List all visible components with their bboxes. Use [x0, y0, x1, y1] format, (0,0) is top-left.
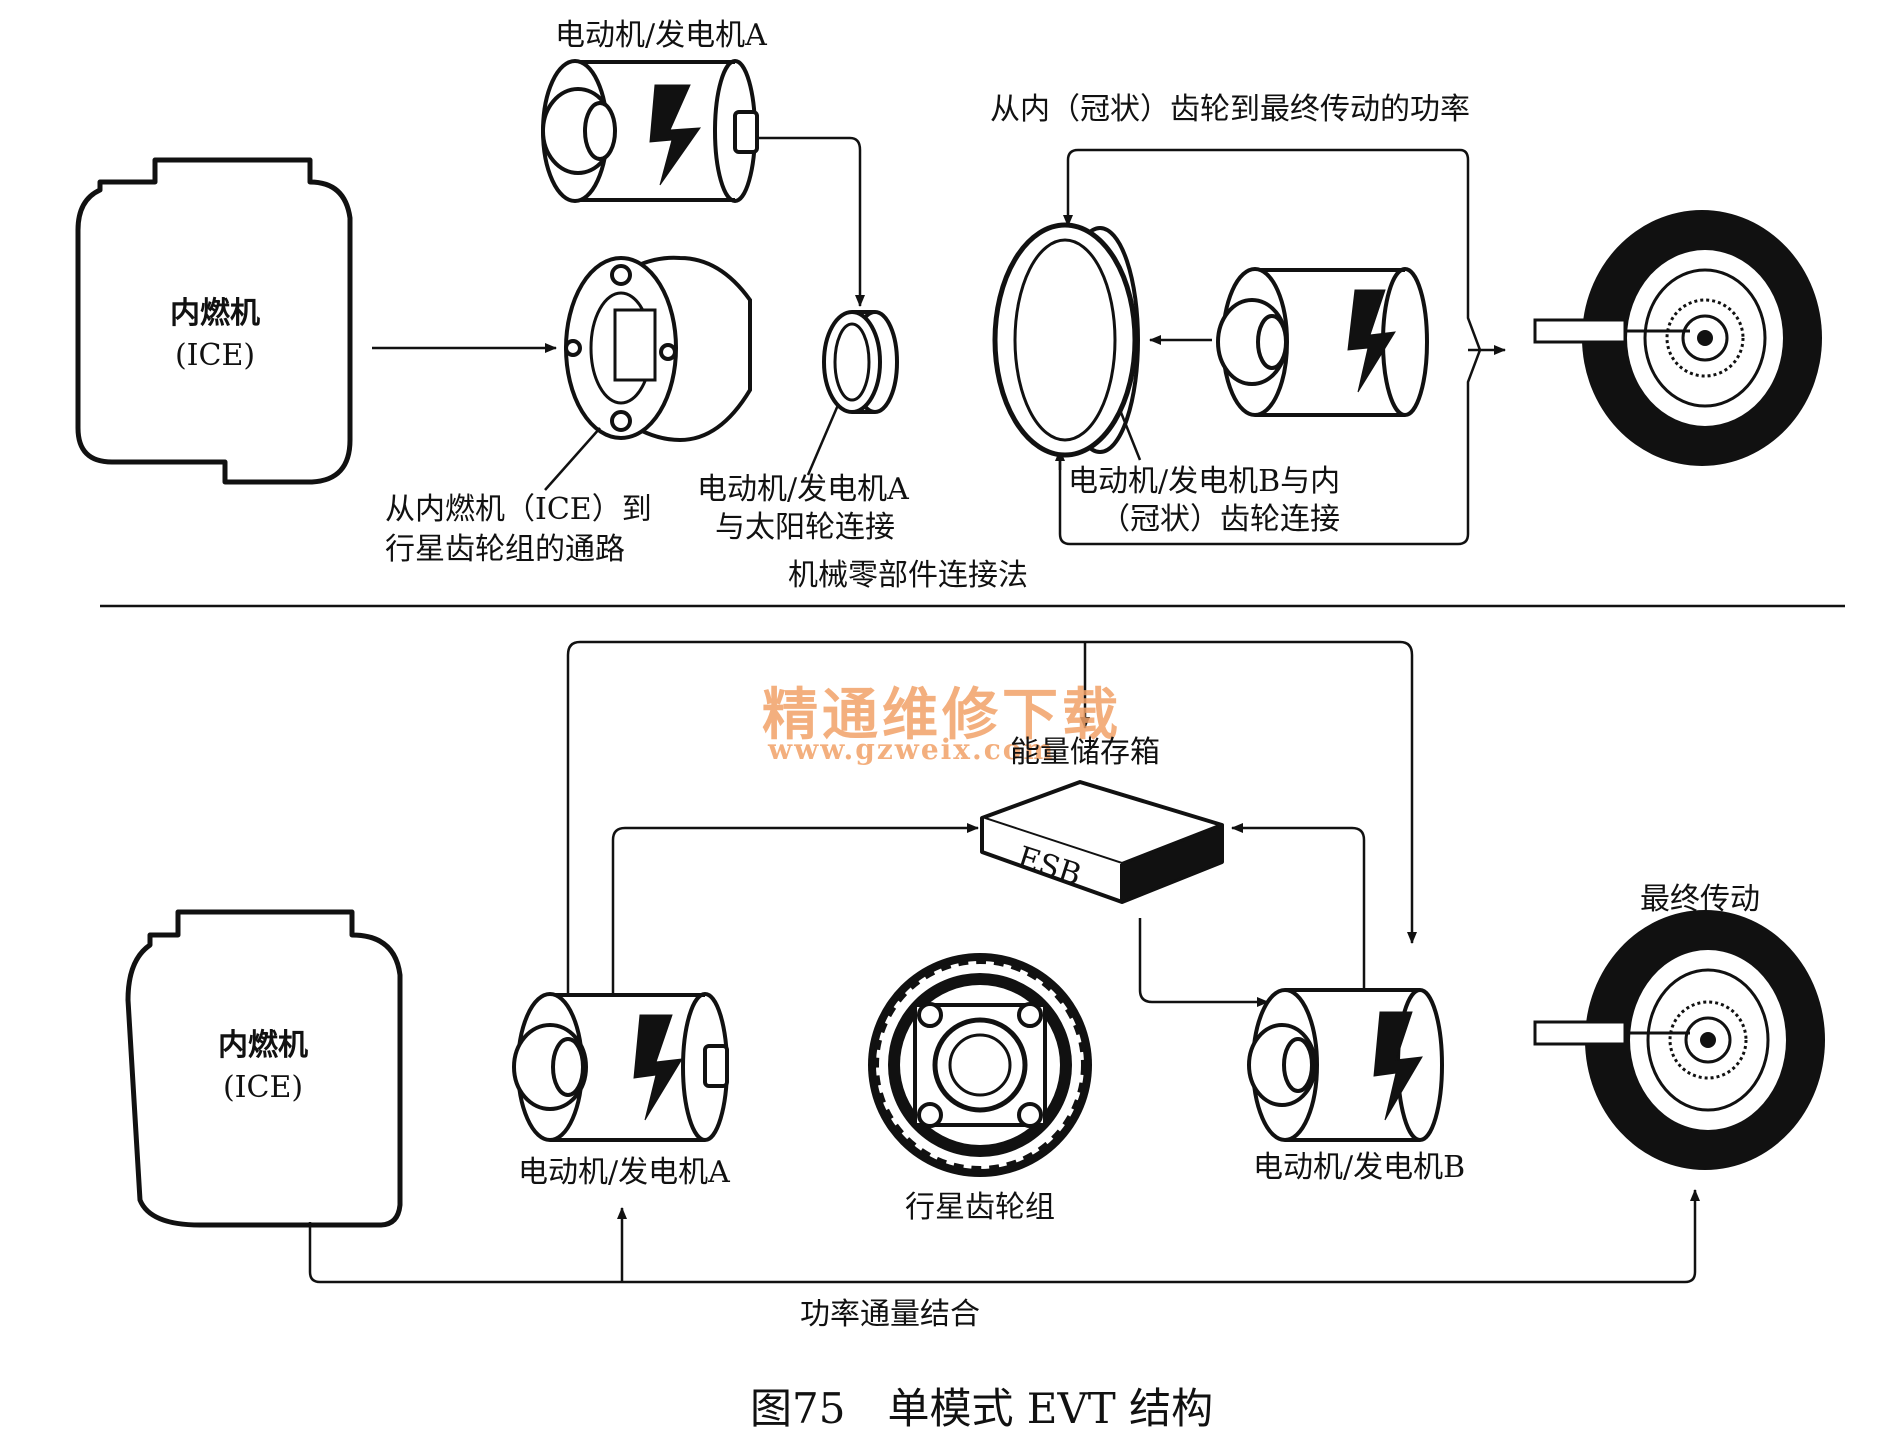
label-power-flux: 功率通量结合: [800, 1297, 980, 1332]
label-crown-power: 从内（冠状）齿轮到最终传动的功率: [990, 92, 1470, 127]
label-path-1: 从内燃机（ICE）到: [385, 492, 652, 527]
loop-mga-to-mgb: [566, 640, 1417, 1000]
label-mgb-bottom: 电动机/发电机B: [1253, 1150, 1466, 1185]
arrow-mga-to-sun: [757, 136, 865, 307]
motor-generator-b-top: [1216, 267, 1429, 417]
wheel-bottom: [1533, 910, 1825, 1170]
motor-generator-a-top: [541, 59, 759, 203]
arrow-power-to-ring: [1063, 148, 1460, 227]
label-mga-bottom: 电动机/发电机A: [518, 1155, 730, 1190]
label-ice-bottom-1: 内燃机: [218, 1028, 308, 1063]
power-flux-line: [308, 1189, 1700, 1284]
label-sun-1: 电动机/发电机A: [697, 472, 909, 507]
planetary-carrier-top: [544, 255, 752, 491]
ring-gear-top: [992, 222, 1142, 461]
label-ice-top-2: (ICE): [174, 338, 256, 373]
label-ice-top-1: 内燃机: [170, 296, 260, 331]
label-final-drive: 最终传动: [1640, 882, 1760, 917]
wheel-top: [1533, 210, 1822, 466]
label-path-2: 行星齿轮组的通路: [385, 532, 625, 567]
sun-gear-connector: [806, 310, 899, 476]
arrow-esb-to-mgb: [1138, 918, 1269, 1007]
arrow-mga-to-esb: [611, 823, 979, 1000]
label-esb-title: 能量储存箱: [1010, 735, 1160, 770]
label-mgb-ring-1: 电动机/发电机B与内: [1068, 464, 1341, 499]
arrow-mgb-to-esb: [1231, 823, 1366, 1000]
label-sun-2: 与太阳轮连接: [715, 510, 895, 545]
esb-box: [980, 780, 1224, 904]
label-ice-bottom-2: (ICE): [222, 1070, 304, 1105]
label-mgb-ring-2: （冠状）齿轮连接: [1100, 502, 1340, 537]
ice-block-top: [75, 157, 353, 485]
figure-caption: 图75 单模式 EVT 结构: [750, 1384, 1214, 1433]
motor-generator-b-bottom: [1247, 988, 1444, 1142]
watermark-cn: 精通维修下载: [762, 682, 1122, 748]
motor-generator-a-bottom: [512, 992, 729, 1142]
planetary-gear-set: [868, 953, 1092, 1177]
label-mga-top: 电动机/发电机A: [555, 18, 767, 53]
label-planetary: 行星齿轮组: [905, 1190, 1055, 1225]
label-mechanical: 机械零部件连接法: [788, 558, 1028, 593]
ice-block-bottom: [125, 909, 403, 1228]
crown-power-bracket: [1058, 148, 1482, 546]
watermark-url: www.gzweix.com: [768, 733, 1056, 766]
